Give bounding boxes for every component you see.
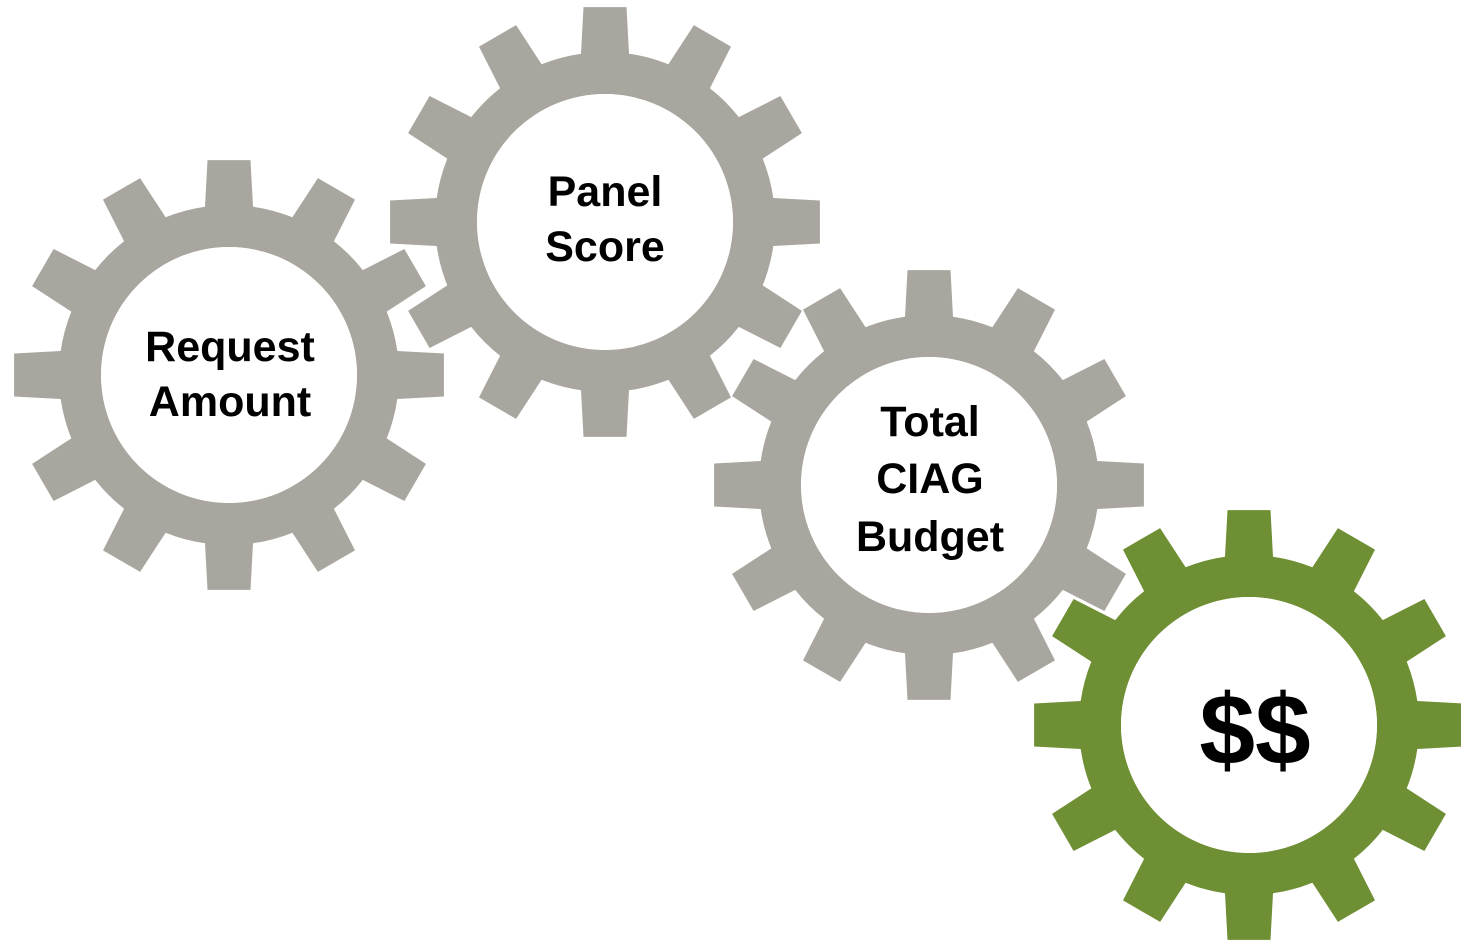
request-amount-gear-center [101,247,357,503]
panel-score-gear-center [477,94,733,350]
dollars-gear-body [1034,510,1461,940]
total-ciag-budget-gear-body [714,270,1144,700]
total-ciag-budget-line-1: Total [880,398,980,447]
panel-score-line-1: Panel [547,167,663,216]
dollars-gear-center [1121,597,1377,853]
total-ciag-budget-label: Total CIAG Budget [805,380,1055,580]
panel-score-label: Panel Score [480,150,730,290]
request-amount-line-1: Request [145,322,315,371]
total-ciag-budget-line-3: Budget [855,512,1005,561]
request-amount-line-2: Amount [148,378,312,426]
request-amount-gear [14,160,444,590]
request-amount-gear-body [14,160,444,590]
request-amount-label: Request Amount [105,300,355,450]
dollars-label: $$ [1130,660,1380,800]
panel-score-gear [390,7,820,437]
total-ciag-budget-gear [714,270,1144,700]
dollars-text: $$ [1199,674,1311,786]
panel-score-line-2: Score [545,223,665,271]
total-ciag-budget-gear-center [801,357,1057,613]
dollars-gear [1034,510,1461,940]
total-ciag-budget-line-2: CIAG [876,455,984,504]
panel-score-gear-body [390,7,820,437]
